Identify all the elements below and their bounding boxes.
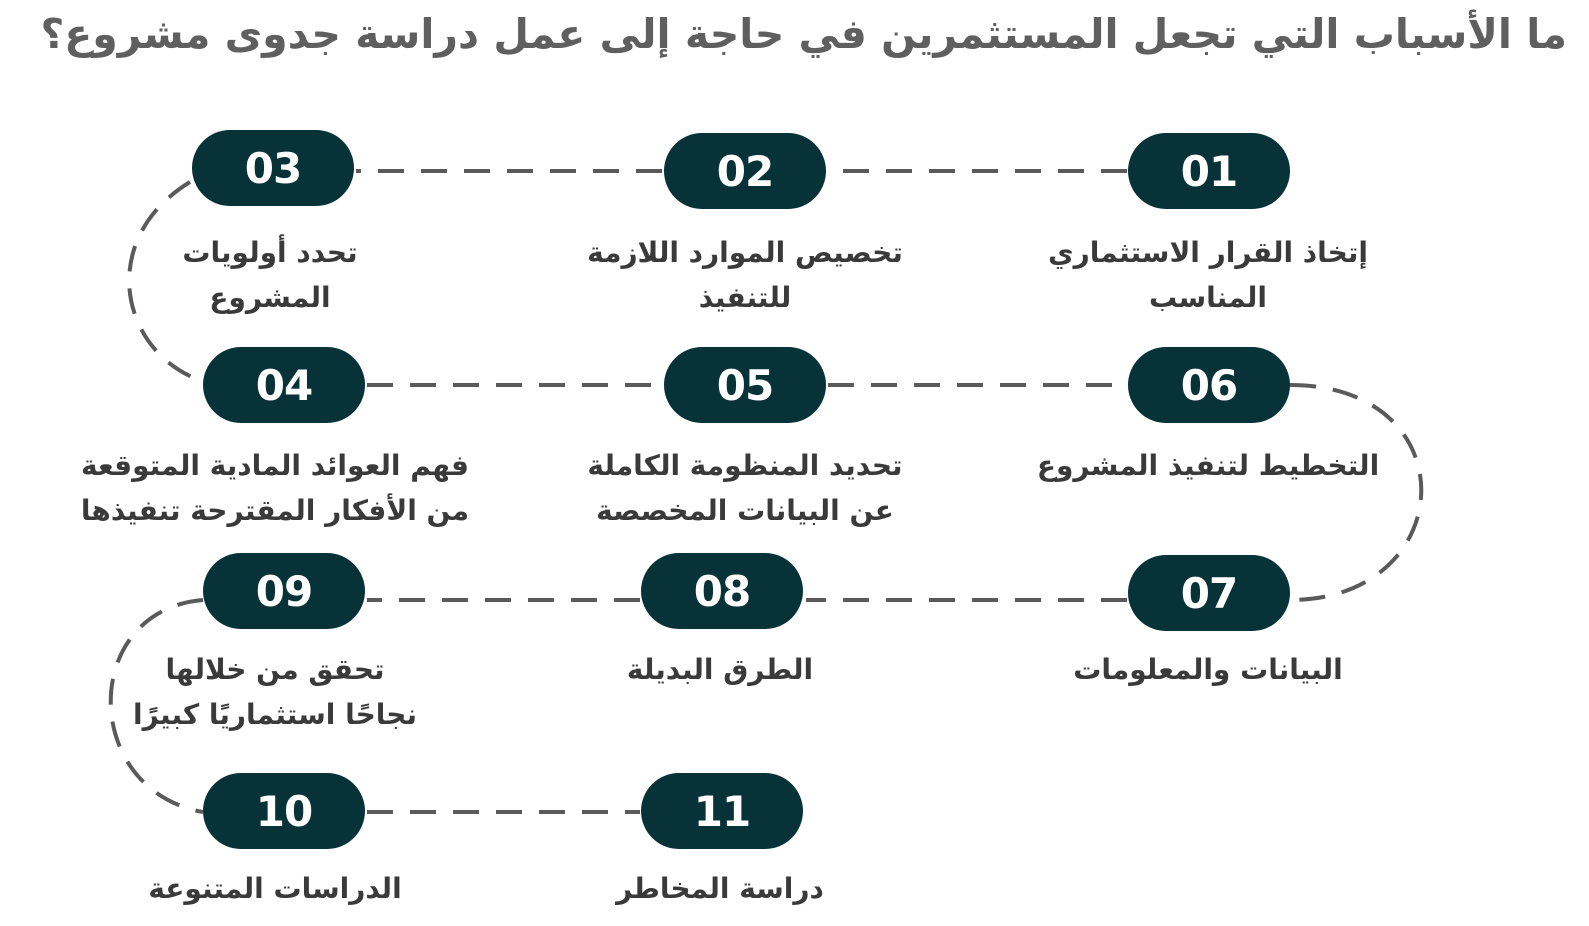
connector-06-07 [1289,383,1424,602]
step-08-badge: 08 [641,553,803,629]
step-04-label: فهم العوائد المادية المتوقعة من الأفكار … [45,443,505,533]
step-05-badge: 05 [664,347,826,423]
step-04-badge: 04 [203,347,365,423]
step-09-label-line-2: نجاحًا استثماريًا كبيرًا [133,698,417,731]
step-06-badge: 06 [1128,347,1290,423]
step-01-label-line-2: المناسب [1148,281,1267,314]
step-01-badge: 01 [1128,133,1290,209]
step-10-label-line-1: الدراسات المتنوعة [148,872,402,905]
page-title: ما الأسباب التي تجعل المستثمرين في حاجة … [40,10,1567,58]
connector-03-04 [127,180,206,384]
step-05-label: تحديد المنظومة الكاملة عن البيانات المخص… [515,443,975,533]
step-05-label-line-1: تحديد المنظومة الكاملة [587,449,903,482]
step-02-badge: 02 [664,133,826,209]
step-09-badge: 09 [203,553,365,629]
step-06-label-line-1: التخطيط لتنفيذ المشروع [1036,449,1380,482]
step-03-badge: 03 [192,130,354,206]
step-11-label-line-1: دراسة المخاطر [616,872,824,905]
step-08-label: الطرق البديلة [490,647,950,692]
step-09-label-line-1: تحقق من خلالها [165,653,385,686]
step-02-label: تخصيص الموارد اللازمة للتنفيذ [515,230,975,320]
step-03-label: تحدد أولويات المشروع [40,230,500,320]
step-01-label-line-1: إتخاذ القرار الاستثماري [1048,236,1368,269]
step-02-label-line-1: تخصيص الموارد اللازمة [587,236,903,269]
step-01-label: إتخاذ القرار الاستثماري المناسب [978,230,1438,320]
step-07-label-line-1: البيانات والمعلومات [1073,653,1343,686]
step-03-label-line-1: تحدد أولويات [182,236,358,269]
step-07-label: البيانات والمعلومات [978,647,1438,692]
step-05-label-line-2: عن البيانات المخصصة [596,494,894,527]
step-09-label: تحقق من خلالها نجاحًا استثماريًا كبيرًا [45,647,505,737]
step-08-label-line-1: الطرق البديلة [626,653,814,686]
step-02-label-line-2: للتنفيذ [698,281,792,314]
step-06-label: التخطيط لتنفيذ المشروع [978,443,1438,488]
step-11-label: دراسة المخاطر [490,866,950,911]
step-07-badge: 07 [1128,555,1290,631]
connector-09-10 [108,598,204,814]
step-10-badge: 10 [203,773,365,849]
step-11-badge: 11 [641,773,803,849]
step-03-label-line-2: المشروع [209,281,331,314]
step-10-label: الدراسات المتنوعة [45,866,505,911]
step-04-label-line-1: فهم العوائد المادية المتوقعة [80,449,470,482]
step-04-label-line-2: من الأفكار المقترحة تنفيذها [80,494,470,527]
